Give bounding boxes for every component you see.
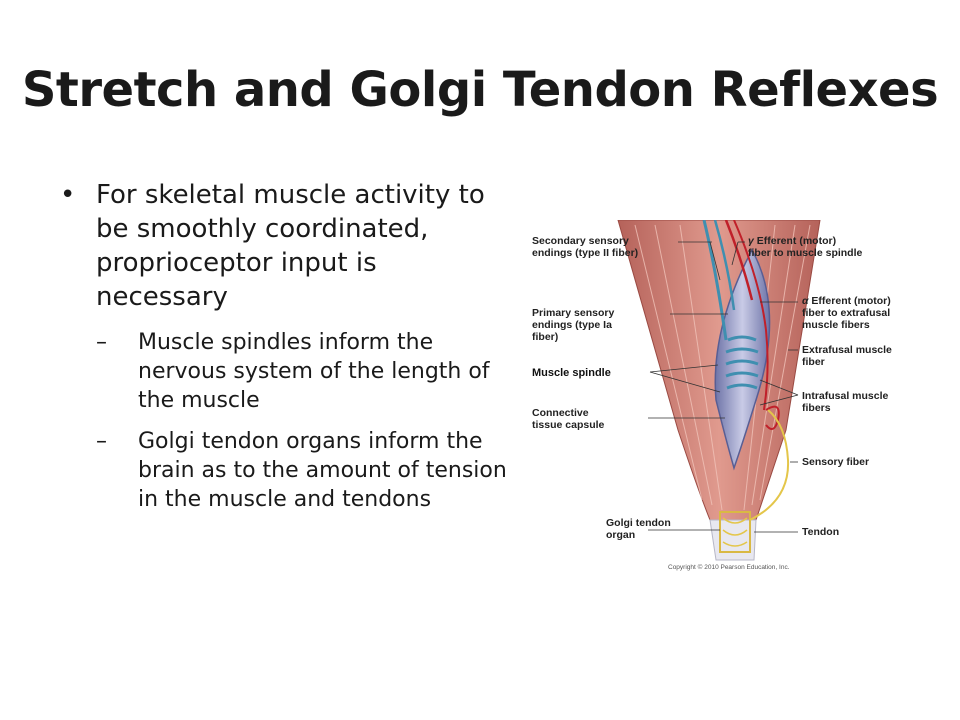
dash-mark: – <box>96 330 107 355</box>
sensory-fiber-blue-2 <box>713 219 736 311</box>
label-spindle: Muscle spindle <box>532 367 611 379</box>
label-alpha-1: α Efferent (motor) <box>802 295 891 307</box>
sub-bullet-item: – Muscle spindles inform the nervous sys… <box>96 328 510 415</box>
label-intrafusal-2: fibers <box>802 402 831 414</box>
label-alpha-3: muscle fibers <box>802 319 870 331</box>
muscle-spindle-diagram: Secondary sensory endings (type II fiber… <box>532 219 892 571</box>
muscle-spindle <box>714 248 771 471</box>
sub-bullet-text-golgi: Golgi tendon organs inform the brain as … <box>138 429 507 512</box>
label-golgi-2: organ <box>606 529 635 541</box>
label-capsule-1: Connective <box>532 407 589 419</box>
label-tendon: Tendon <box>802 526 839 538</box>
label-gamma-2: fiber to muscle spindle <box>748 247 863 259</box>
label-alpha-2: fiber to extrafusal <box>802 307 890 319</box>
sensory-fiber-yellow <box>749 409 790 521</box>
label-golgi-1: Golgi tendon <box>606 517 671 529</box>
sensory-fiber-blue <box>702 219 728 341</box>
alpha-text: Efferent (motor) <box>809 295 891 307</box>
label-capsule-2: tissue capsule <box>532 419 605 431</box>
label-intrafusal-1: Intrafusal muscle <box>802 390 889 402</box>
copyright-text: Copyright © 2010 Pearson Education, Inc. <box>668 563 790 571</box>
label-primary-3: fiber) <box>532 331 558 343</box>
label-secondary-1: Secondary sensory <box>532 235 629 247</box>
bullet-text-main: For skeletal muscle activity to be smoot… <box>96 180 485 312</box>
motor-fiber-red <box>724 219 754 301</box>
sub-bullet-item: – Golgi tendon organs inform the brain a… <box>96 427 510 514</box>
dash-mark: – <box>96 429 107 454</box>
bullet-item-main: • For skeletal muscle activity to be smo… <box>60 178 510 514</box>
label-primary-1: Primary sensory <box>532 307 614 319</box>
muscle-spindle-figure: Secondary sensory endings (type II fiber… <box>520 219 940 580</box>
label-sensory-fiber: Sensory fiber <box>802 456 869 468</box>
primary-sensory-coils <box>725 335 759 390</box>
slide-title: Stretch and Golgi Tendon Reflexes <box>21 62 939 118</box>
alpha-symbol: α <box>802 295 809 307</box>
label-gamma-1: γ Efferent (motor) <box>748 235 836 247</box>
label-extrafusal-1: Extrafusal muscle <box>802 344 892 356</box>
muscle-striations <box>634 224 811 511</box>
gamma-text: Efferent (motor) <box>754 235 836 247</box>
golgi-tendon-organ <box>719 511 751 553</box>
golgi-fibers <box>722 517 748 547</box>
motor-fiber-red-2 <box>733 219 769 411</box>
sub-bullet-list: – Muscle spindles inform the nervous sys… <box>96 328 510 514</box>
bullet-list: • For skeletal muscle activity to be smo… <box>60 178 510 526</box>
leader-lines <box>648 241 799 533</box>
gamma-symbol: γ <box>748 235 755 247</box>
label-secondary-2: endings (type II fiber) <box>532 247 638 259</box>
label-primary-2: endings (type Ia <box>532 319 612 331</box>
bullet-mark: • <box>60 180 76 210</box>
label-extrafusal-2: fiber <box>802 356 825 368</box>
tendon <box>709 519 757 561</box>
sub-bullet-text-spindles: Muscle spindles inform the nervous syste… <box>138 330 490 413</box>
